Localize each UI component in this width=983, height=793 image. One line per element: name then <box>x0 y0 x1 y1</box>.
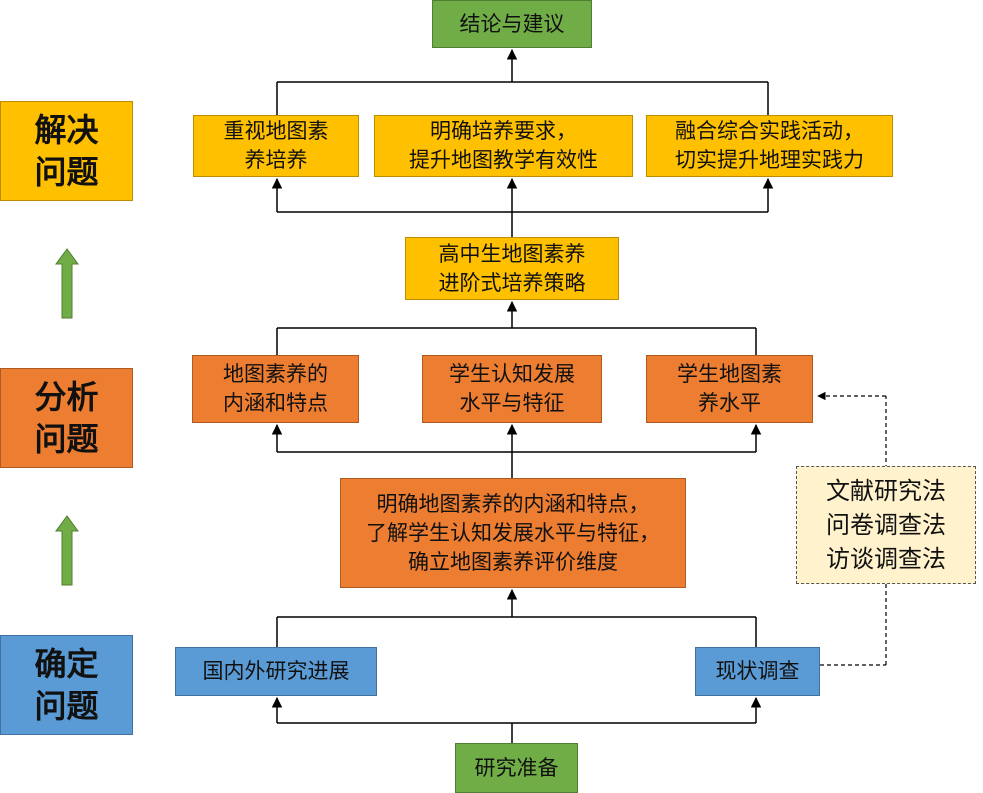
analyze-node-3: 学生地图素 养水平 <box>646 355 813 423</box>
define-node-2: 现状调查 <box>695 647 820 696</box>
solve-node-2: 明确培养要求， 提升地图教学有效性 <box>374 115 633 177</box>
phase-label-analyze: 分析 问题 <box>0 368 133 468</box>
conclusion-node: 结论与建议 <box>432 0 592 48</box>
analyze-node-1: 地图素养的 内涵和特点 <box>192 355 359 423</box>
strategy-node: 高中生地图素养 进阶式培养策略 <box>405 237 619 300</box>
phase-label-solve: 解决 问题 <box>0 101 133 201</box>
solve-node-3: 融合综合实践活动， 切实提升地理实践力 <box>646 115 893 177</box>
methods-node: 文献研究法 问卷调查法 访谈调查法 <box>796 466 976 584</box>
prep-node: 研究准备 <box>455 743 578 793</box>
up-arrow-icon <box>55 248 79 319</box>
define-node-1: 国内外研究进展 <box>175 647 377 696</box>
solve-node-1: 重视地图素 养培养 <box>193 115 359 177</box>
up-arrow-icon <box>55 515 79 586</box>
phase-label-define: 确定 问题 <box>0 635 133 735</box>
analyze-node-2: 学生认知发展 水平与特征 <box>422 355 602 423</box>
synthesis-node: 明确地图素养的内涵和特点， 了解学生认知发展水平与特征， 确立地图素养评价维度 <box>340 478 686 588</box>
